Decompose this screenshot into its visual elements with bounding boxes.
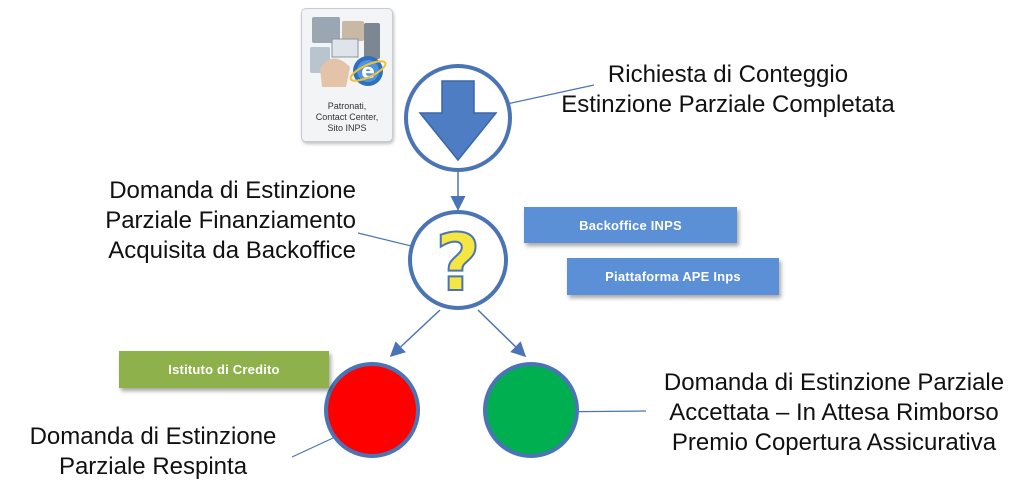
acquired-node-label: Domanda di Estinzione Parziale Finanziam… <box>56 176 356 266</box>
internet-explorer-icon: e <box>349 56 387 86</box>
rejected-label-line-2: Parziale Respinta <box>58 453 248 480</box>
accepted-label-line-1: Domanda di Estinzione Parziale <box>663 369 1005 396</box>
accepted-label-line-3: Premio Copertura Assicurativa <box>671 429 997 456</box>
acquired-label-line-1: Domanda di Estinzione <box>109 177 356 204</box>
acquired-node <box>408 210 508 310</box>
bank-tag: Istituto di Credito <box>119 351 329 388</box>
request-node-label: Richiesta di Conteggio Estinzione Parzia… <box>548 60 908 120</box>
accepted-label-line-2: Accettata – In Attesa Rimborso <box>669 399 999 426</box>
request-label-line-2: Estinzione Parziale Completata <box>561 91 895 118</box>
channel-card-text: Patronati, Contact Center, Sito INPS <box>302 101 392 134</box>
request-label-line-1: Richiesta di Conteggio <box>607 61 849 88</box>
accepted-node-label: Domanda di Estinzione Parziale Accettata… <box>640 368 1028 458</box>
rejected-node-label: Domanda di Estinzione Parziale Respinta <box>8 422 298 482</box>
acquired-label-line-3: Acquisita da Backoffice <box>108 237 356 264</box>
channel-illustration: e <box>310 17 387 87</box>
accepted-node <box>483 362 579 458</box>
rejected-label-line-1: Domanda di Estinzione <box>29 423 277 450</box>
question-mark-icon: ? <box>435 219 480 309</box>
arrow-down-icon <box>418 80 498 162</box>
channel-line-3: Sito INPS <box>327 123 367 133</box>
connector-acquired-to-rejected <box>389 309 441 358</box>
channel-card: e Patronati, Contact Center, Sito INPS <box>301 8 393 142</box>
backoffice-tag: Backoffice INPS <box>524 207 737 243</box>
platform-tag: Piattaforma APE Inps <box>567 258 779 295</box>
channel-line-2: Contact Center, <box>315 112 379 122</box>
connector-acquired-to-accepted <box>477 309 527 358</box>
rejected-node <box>324 362 420 458</box>
channel-line-1: Patronati, <box>327 101 367 111</box>
acquired-label-line-2: Parziale Finanziamento <box>105 207 356 234</box>
